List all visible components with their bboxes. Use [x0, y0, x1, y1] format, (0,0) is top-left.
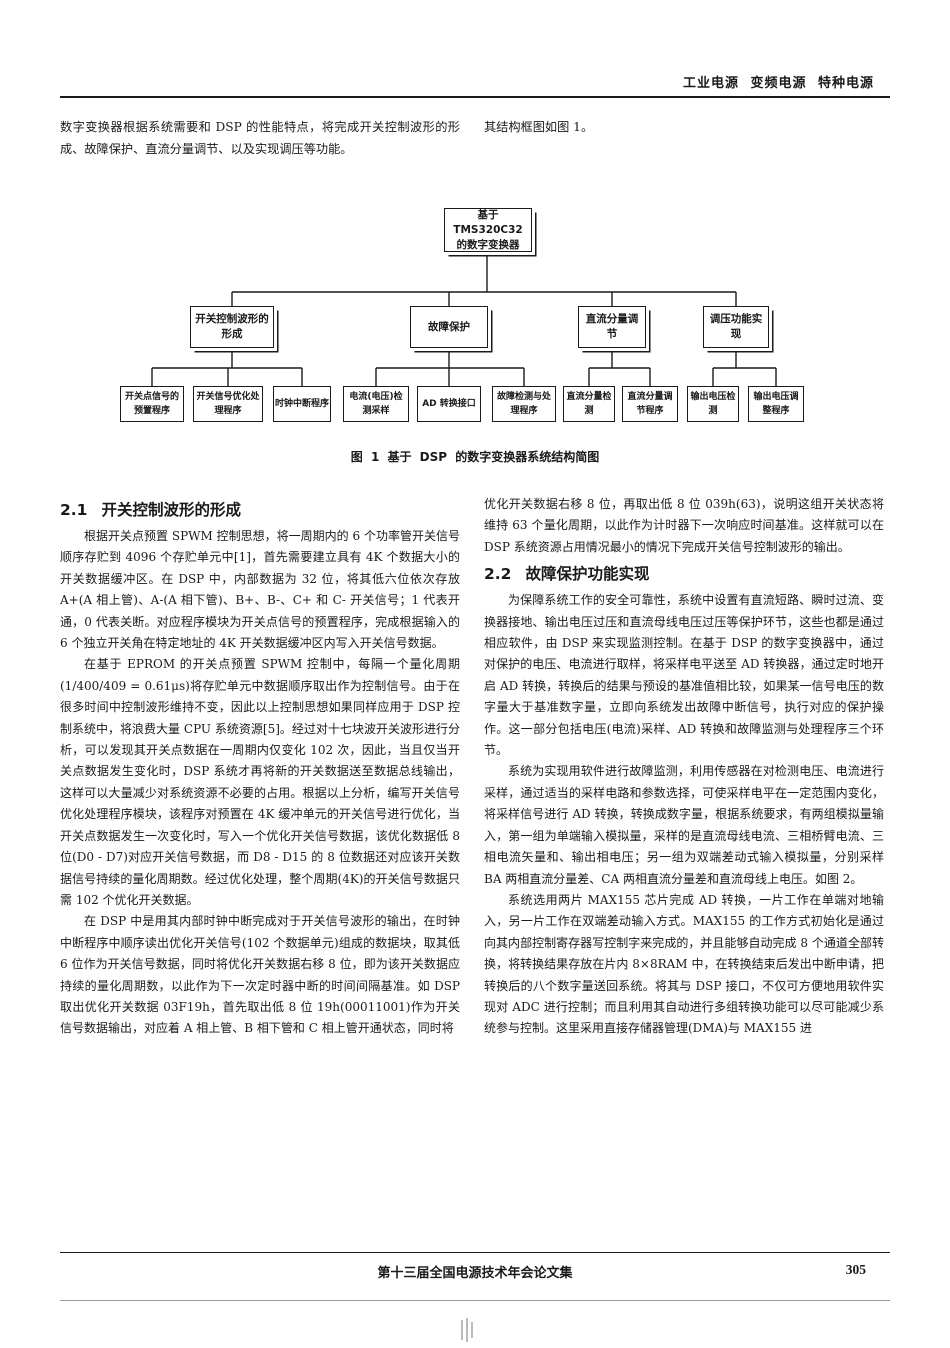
left-column: 2.1 开关控制波形的形成 根据开关点预置 SPWM 控制思想，将一周期内的 6 …: [60, 494, 460, 1040]
section-2-1-heading: 2.1 开关控制波形的形成: [60, 498, 460, 522]
section-title: 故障保护功能实现: [525, 565, 650, 584]
paragraph-continuation: 优化开关数据右移 8 位，再取出低 8 位 039h(63)，说明这组开关状态将…: [484, 497, 884, 554]
paragraph: 在 DSP 中是用其内部时钟中断完成对于开关信号波形的输出，在时钟中断程序中顺序…: [60, 914, 460, 1036]
proceedings-title: 第十三届全国电源技术年会论文集: [377, 1266, 573, 1281]
diagram-leaf-dc-adjust-program: 直流分量调节程序: [622, 386, 678, 422]
diagram-leaf-clock-interrupt: 时钟中断程序: [273, 386, 331, 422]
diagram-leaf-ad-interface: AD 转换接口: [417, 386, 481, 422]
diagram-group-dc-regulation: 直流分量调节: [578, 306, 646, 348]
figure-caption: 图 1 基于 DSP 的数字变换器系统结构简图: [350, 450, 600, 464]
binding-mark-icon: [461, 1318, 473, 1342]
scan-edge-line: [60, 1300, 890, 1301]
diagram-leaf-dc-detect: 直流分量检测: [563, 386, 615, 422]
intro-left-text: 数字变换器根据系统需要和 DSP 的性能特点，将完成开关控制波形的形成、故障保护…: [60, 120, 460, 156]
section-number: 2.1: [60, 501, 88, 519]
diagram-leaf-optimize-program: 开关信号优化处理程序: [193, 386, 263, 422]
intro-left: 数字变换器根据系统需要和 DSP 的性能特点，将完成开关控制波形的形成、故障保护…: [60, 116, 460, 160]
footer-rule: [60, 1252, 890, 1253]
paragraph: 根据开关点预置 SPWM 控制思想，将一周期内的 6 个功率管开关信号顺序存贮到…: [60, 529, 460, 651]
diagram-leaf-preset-program: 开关点信号的预置程序: [120, 386, 184, 422]
diagram-leaf-fault-handling: 故障检测与处理程序: [492, 386, 556, 422]
diagram-group-voltage-regulation: 调压功能实现: [703, 306, 769, 348]
paragraph: 系统为实现用软件进行故障监测，利用传感器在对检测电压、电流进行采样，通过适当的采…: [484, 764, 884, 886]
diagram-group-fault-protection: 故障保护: [410, 306, 488, 348]
header-rule: [60, 96, 890, 98]
paragraph: 系统选用两片 MAX155 芯片完成 AD 转换，一片工作在单端对地输入，另一片…: [484, 892, 884, 1036]
figure-1-block-diagram: 基于 TMS320C32 的数字变换器 开关控制波形的形成 故障保护 直流分量调…: [0, 190, 950, 480]
section-2-2-heading: 2.2 故障保护功能实现: [484, 562, 884, 586]
section-title: 开关控制波形的形成: [101, 501, 241, 519]
paragraph: 在基于 EPROM 的开关点预置 SPWM 控制中，每隔一个量化周期(1/400…: [60, 657, 460, 907]
page-number: 305: [845, 1262, 866, 1277]
diagram-group-switch-waveform: 开关控制波形的形成: [190, 306, 274, 348]
section-number: 2.2: [484, 565, 512, 584]
diagram-leaf-sampling: 电流(电压)检测采样: [343, 386, 409, 422]
intro-right: 其结构框图如图 1。: [484, 116, 884, 138]
diagram-root-node: 基于 TMS320C32 的数字变换器: [444, 208, 532, 252]
right-column: 优化开关数据右移 8 位，再取出低 8 位 039h(63)，说明这组开关状态将…: [484, 494, 884, 1040]
diagram-connectors: [151, 252, 777, 386]
paragraph: 为保障系统工作的安全可靠性，系统中设置有直流短路、瞬时过流、变换器接地、输出电压…: [484, 593, 884, 758]
diagram-leaf-output-voltage-adjust: 输出电压调整程序: [748, 386, 804, 422]
intro-right-text: 其结构框图如图 1。: [484, 120, 594, 134]
diagram-leaf-output-voltage-detect: 输出电压检测: [687, 386, 739, 422]
running-header: 工业电源 变频电源 特种电源: [682, 76, 874, 91]
